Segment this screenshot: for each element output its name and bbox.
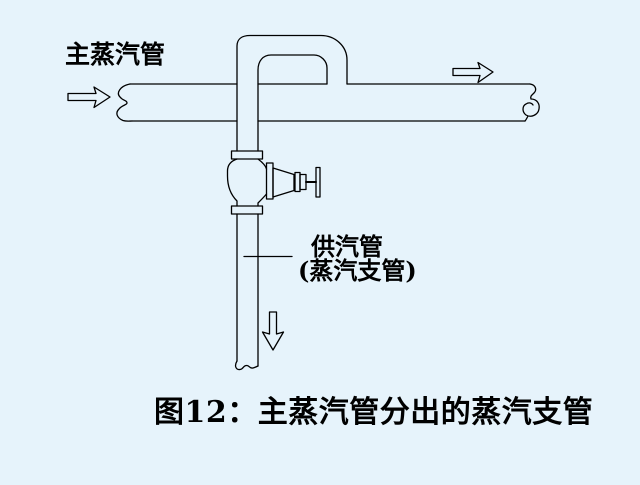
supply-pipe-paren-label: (蒸汽支管) bbox=[298, 256, 417, 285]
valve-top-flange bbox=[230, 150, 264, 160]
main-steam-pipe bbox=[116, 83, 540, 122]
supply-pipe-label: 供汽管 bbox=[311, 232, 383, 261]
branch-pipe-lower bbox=[234, 213, 259, 371]
valve-bonnet-flange bbox=[265, 162, 274, 200]
valve-bonnet bbox=[272, 167, 295, 198]
main-pipe-walls bbox=[129, 83, 531, 122]
inlet-flow-arrow-right-icon bbox=[67, 86, 111, 109]
branch-flow-arrow-down-icon bbox=[261, 311, 285, 351]
valve-bottom-flange bbox=[230, 205, 264, 215]
main-pipe-label: 主蒸汽管 bbox=[65, 40, 166, 69]
gooseneck-outer-wall bbox=[236, 34, 348, 152]
pipe-break-left-icon bbox=[116, 83, 133, 122]
branch-gooseneck-pipe bbox=[236, 34, 348, 152]
gooseneck-inner-wall bbox=[257, 54, 328, 152]
globe-valve-icon bbox=[226, 150, 321, 215]
valve-body bbox=[226, 158, 268, 207]
pipe-break-right-icon bbox=[522, 83, 540, 122]
figure-caption: 图12：主蒸汽管分出的蒸汽支管 bbox=[154, 395, 594, 430]
outlet-flow-arrow-right-icon bbox=[452, 61, 494, 84]
valve-packing-outer bbox=[294, 171, 301, 193]
valve-handwheel bbox=[315, 166, 321, 198]
lower-pipe-walls bbox=[236, 213, 259, 367]
pipe-break-bottom-icon bbox=[234, 360, 259, 371]
